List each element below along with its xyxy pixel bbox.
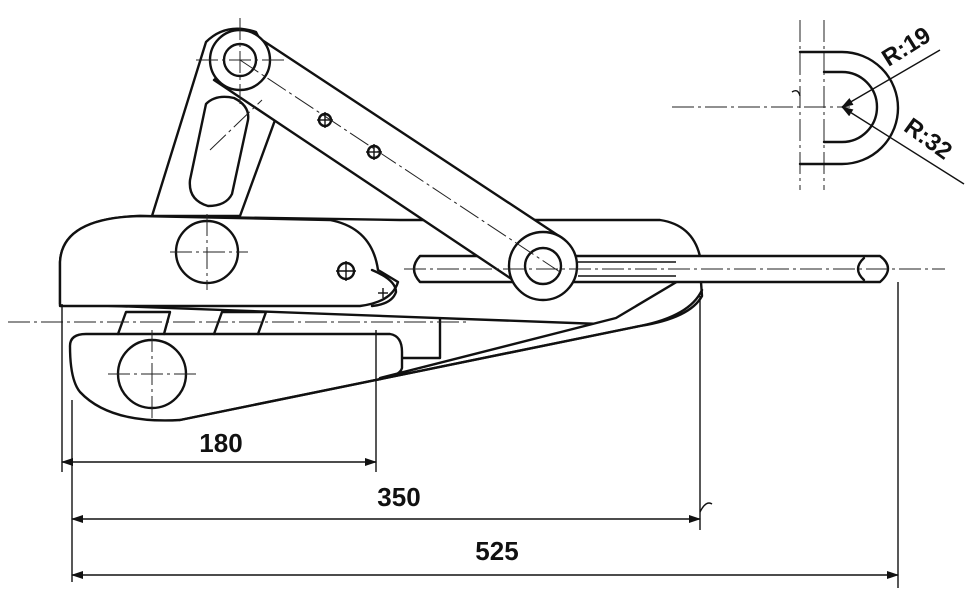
radius-32-label: R:32 [899,113,957,165]
clamp-body [58,214,704,422]
radius-detail: R:19 R:32 [672,20,965,190]
dim-180-label: 180 [199,428,242,458]
dimensions: 180 350 525 [61,282,899,588]
dim-350-label: 350 [377,482,420,512]
inner-radius-profile [822,70,879,144]
lever-arm [150,27,579,302]
center-lines [8,18,945,418]
outer-radius-profile [798,50,900,166]
rod-pivot [507,230,579,302]
dim-525-label: 525 [475,536,518,566]
lower-jaw [68,266,704,422]
radius-19-label: R:19 [877,22,935,72]
